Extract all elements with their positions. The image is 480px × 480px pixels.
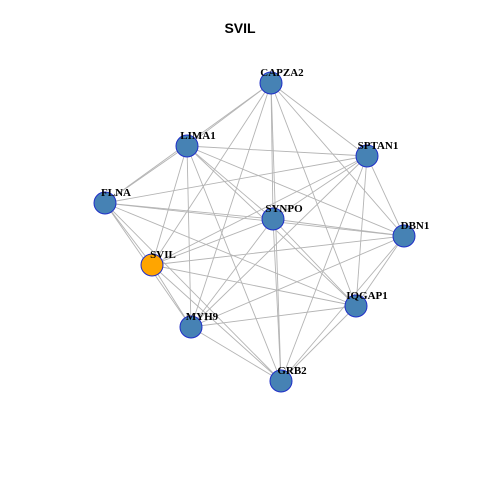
node-circle[interactable]: [355, 144, 379, 168]
edge-sptan1-grb2: [280, 155, 368, 382]
node-circle[interactable]: [392, 224, 416, 248]
edge-svil-myh9: [151, 264, 192, 328]
edge-lima1-myh9: [186, 145, 192, 328]
node-circle[interactable]: [179, 315, 203, 339]
node-dbn1[interactable]: DBN1: [392, 220, 430, 248]
edge-dbn1-myh9: [190, 235, 405, 328]
node-synpo[interactable]: SYNPO: [261, 203, 303, 231]
edge-sptan1-synpo: [272, 155, 368, 220]
edge-sptan1-flna: [104, 155, 368, 204]
node-label: FLNA: [101, 187, 131, 199]
node-capza2[interactable]: CAPZA2: [259, 67, 304, 95]
edge-capza2-grb2: [270, 82, 282, 382]
node-label: IQGAP1: [346, 290, 388, 302]
node-circle[interactable]: [259, 71, 283, 95]
edge-sptan1-svil: [151, 155, 368, 266]
edge-sptan1-dbn1: [366, 155, 405, 237]
edge-dbn1-svil: [151, 235, 405, 266]
edge-dbn1-iqgap1: [355, 235, 405, 307]
edge-flna-dbn1: [104, 202, 405, 237]
edge-myh9-grb2: [190, 326, 282, 382]
node-label: SPTAN1: [358, 140, 399, 152]
node-circle[interactable]: [140, 253, 164, 277]
edge-layer: [104, 82, 405, 382]
node-label: SVIL: [150, 249, 176, 261]
edge-capza2-iqgap1: [270, 82, 357, 307]
node-iqgap1[interactable]: IQGAP1: [344, 290, 388, 318]
page-title: SVIL: [224, 20, 256, 36]
edge-lima1-flna: [104, 145, 188, 204]
edge-iqgap1-grb2: [280, 305, 357, 382]
edge-synpo-iqgap1: [272, 218, 357, 307]
edge-lima1-synpo: [186, 145, 274, 220]
edge-synpo-myh9: [190, 218, 274, 328]
node-label: MYH9: [186, 311, 219, 323]
edge-synpo-grb2: [272, 218, 282, 382]
edge-svil-iqgap1: [151, 264, 357, 307]
node-flna[interactable]: FLNA: [93, 187, 131, 215]
edge-synpo-dbn1: [272, 218, 405, 237]
node-lima1[interactable]: LIMA1: [175, 130, 216, 158]
edge-flna-svil: [104, 202, 153, 266]
edge-capza2-sptan1: [270, 82, 368, 157]
edge-lima1-grb2: [186, 145, 282, 382]
edge-dbn1-grb2: [280, 235, 405, 382]
node-label: LIMA1: [180, 130, 215, 142]
node-grb2[interactable]: GRB2: [269, 365, 307, 393]
node-label: CAPZA2: [260, 67, 304, 79]
edge-lima1-dbn1: [186, 145, 405, 237]
node-label: DBN1: [401, 220, 430, 232]
edge-flna-iqgap1: [104, 202, 357, 307]
edge-flna-grb2: [104, 202, 282, 382]
node-circle[interactable]: [344, 294, 368, 318]
edge-iqgap1-myh9: [190, 305, 357, 328]
edge-capza2-dbn1: [270, 82, 405, 237]
edge-lima1-sptan1: [186, 145, 368, 157]
node-circle[interactable]: [269, 369, 293, 393]
node-label: SYNPO: [265, 203, 303, 215]
edge-synpo-svil: [151, 218, 274, 266]
node-circle[interactable]: [261, 207, 285, 231]
node-circle[interactable]: [175, 134, 199, 158]
edge-capza2-myh9: [190, 82, 272, 328]
edge-svil-grb2: [151, 264, 282, 382]
edge-sptan1-myh9: [190, 155, 368, 328]
edge-lima1-svil: [151, 145, 188, 266]
edge-capza2-svil: [151, 82, 272, 266]
node-label: GRB2: [277, 365, 307, 377]
node-sptan1[interactable]: SPTAN1: [355, 140, 399, 168]
node-myh9[interactable]: MYH9: [179, 311, 219, 339]
node-circle[interactable]: [93, 191, 117, 215]
node-svil[interactable]: SVIL: [140, 249, 176, 277]
